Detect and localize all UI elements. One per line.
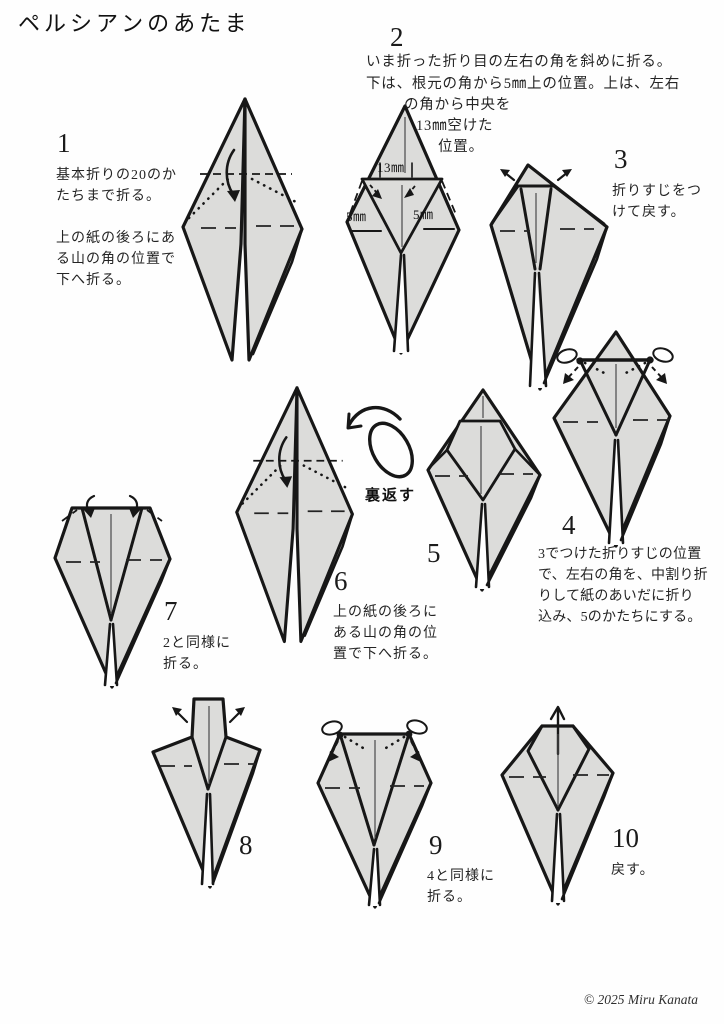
- back-layer-edge: [251, 227, 304, 356]
- fold-arrow-icon: [328, 740, 339, 762]
- diagram-step-1: [181, 97, 304, 362]
- corner-dot: [576, 357, 584, 365]
- step-7-number: 7: [164, 596, 178, 626]
- back-layer-edge: [377, 781, 433, 905]
- flip-over-icon: [346, 405, 414, 479]
- fold-arrow-icon: [369, 184, 382, 199]
- fold-down-arrow-icon: [128, 494, 141, 518]
- mountain-fold-line: [379, 735, 406, 753]
- paper-body: [552, 330, 672, 548]
- step-2-text-line3: の角から中央を: [404, 97, 512, 113]
- unfold-arrow-icon: [556, 169, 572, 182]
- flip-over-label: 裏返す: [365, 487, 417, 504]
- step-6-text: 上の紙の後ろに ある山の角の位 置で下へ折る。: [333, 605, 438, 662]
- paper-left-flap: [181, 97, 247, 362]
- step-8-number: 8: [239, 830, 253, 860]
- step-1-number: 1: [57, 128, 71, 158]
- step-2-text-line5: 位置。: [438, 139, 484, 155]
- diagram-step-4: [552, 330, 674, 548]
- measure-label-13mm: 13㎜: [377, 160, 405, 175]
- corner-dot: [646, 356, 654, 364]
- step-2-text-line4: 13㎜空けた: [416, 118, 494, 134]
- diagram-step-9: [316, 719, 433, 909]
- unfold-arrow-icon: [228, 707, 245, 724]
- mountain-fold-line: [241, 462, 284, 505]
- diagram-step-8: [151, 697, 262, 889]
- fold-arrow-icon: [563, 366, 579, 384]
- mountain-fold-line: [620, 361, 647, 377]
- inside-reverse-fold-icon: [406, 719, 428, 735]
- fold-line-right: [146, 509, 163, 522]
- fold-down-arrow-icon: [83, 494, 96, 518]
- unfold-arrow-icon: [172, 707, 189, 724]
- step-10-text: 戻す。: [611, 863, 655, 878]
- diagram-step-3: [489, 163, 609, 391]
- back-layer-edge: [303, 512, 354, 637]
- page-title: ペルシアンのあたま: [18, 11, 251, 36]
- unfold-arrow-icon: [500, 169, 516, 182]
- mountain-fold-line: [343, 735, 370, 753]
- back-layer-edge: [211, 748, 262, 885]
- back-layer-edge: [560, 771, 615, 901]
- step-7-text: 2と同様に 折る。: [163, 636, 231, 672]
- step-1-text: 基本折りの20のか たちまで折る。 上の紙の後ろにあ る山の角の位置で 下へ折る…: [56, 168, 177, 288]
- copyright: © 2025 Miru Kanata: [583, 992, 698, 1007]
- inside-reverse-fold-icon: [556, 348, 578, 364]
- measure-label-5mm-right: 5㎜: [413, 207, 434, 222]
- diagram-step-6: [235, 386, 354, 644]
- measure-label-5mm-left: 5㎜: [346, 209, 367, 224]
- diagram-step-7: [53, 494, 172, 689]
- step-6-number: 6: [334, 566, 348, 596]
- arrowhead: [346, 412, 363, 430]
- diagram-step-10: [500, 705, 615, 906]
- back-layer-edge: [619, 414, 672, 542]
- paper-right-flap: [243, 97, 304, 362]
- diagram-step-2: [345, 104, 461, 355]
- back-layer-edge: [485, 473, 542, 587]
- step-2-text-line2: 下は、根元の角から5㎜上の位置。上は、左右: [366, 76, 681, 92]
- fold-down-arrow-icon: [278, 436, 293, 488]
- fold-down-arrow-icon: [225, 148, 240, 202]
- mountain-fold-line: [583, 361, 610, 377]
- mountain-fold-line: [302, 464, 348, 490]
- step-4-number: 4: [562, 510, 576, 540]
- back-layer-edge: [114, 557, 172, 685]
- fold-line-left: [61, 509, 78, 522]
- mountain-fold-line: [187, 175, 232, 220]
- fold-arrow-icon: [404, 185, 416, 198]
- step-2-number: 2: [390, 22, 404, 52]
- diagram-step-5: [426, 388, 542, 592]
- step-10-number: 10: [612, 823, 639, 853]
- step-3-text: 折りすじをつ けて戻す。: [612, 184, 702, 220]
- fold-line-left: [347, 180, 363, 220]
- step-5-number: 5: [427, 538, 441, 568]
- step-3-number: 3: [614, 144, 628, 174]
- inside-reverse-fold-icon: [321, 720, 343, 736]
- inside-reverse-fold-icon: [652, 347, 674, 363]
- corner-dot: [336, 731, 344, 739]
- step-9-number: 9: [429, 830, 443, 860]
- corner-dot: [405, 730, 413, 738]
- step-4-text: 3でつけた折りすじの位置 で、左右の角を、中割り折 りして紙のあいだに折り 込み…: [538, 547, 708, 625]
- back-layer-edge: [542, 225, 609, 385]
- step-2-text-line1: いま折った折り目の左右の角を斜めに折る。: [366, 54, 672, 70]
- fold-arrow-icon: [651, 366, 667, 384]
- mountain-fold-line: [250, 177, 298, 204]
- fold-line-right: [441, 180, 458, 218]
- step-9-text: 4と同様に 折る。: [427, 869, 495, 905]
- fold-arrow-icon: [410, 740, 421, 762]
